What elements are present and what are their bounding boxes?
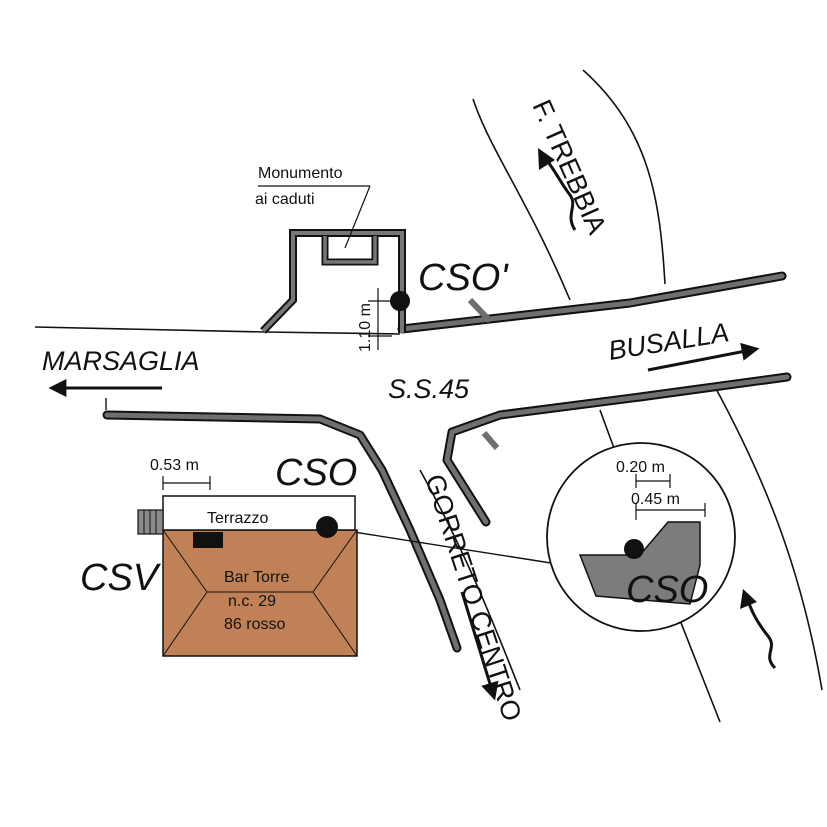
csv-label: CSV [80, 557, 162, 599]
cso-prime-height-label: 1.10 m [357, 303, 374, 352]
gorreto-arrow [460, 591, 499, 701]
monument [258, 185, 406, 334]
detail-wall [578, 521, 701, 605]
detail-offset-2-label: 0.45 m [631, 491, 680, 508]
east-outer-edge-2 [713, 384, 823, 691]
cso-prime-point [368, 288, 410, 350]
cso-point [316, 516, 338, 538]
main-road-north-edge [34, 326, 401, 335]
road-curbs [102, 271, 792, 653]
detail-offset-1-label: 0.20 m [616, 459, 665, 476]
terrace-label: Terrazzo [207, 510, 268, 527]
marsaglia-label: MARSAGLIA [42, 346, 200, 376]
detail-inset [546, 442, 736, 632]
trebbia-road-west-edge [472, 98, 571, 301]
cso-label: CSO [275, 452, 357, 494]
monument-label-line1: Monumento [258, 165, 343, 182]
busalla-arrow [647, 342, 760, 372]
curb-stub-south [481, 431, 500, 450]
curb-south-east-fill [444, 374, 790, 525]
curb-north-east-fill [399, 273, 785, 332]
road-number-label: S.S.45 [388, 374, 470, 404]
river-flow-arrow [538, 148, 577, 231]
gorreto-east-edge [419, 469, 521, 691]
detail-cso-point [624, 539, 644, 559]
bar-name-label: Bar Torre [224, 569, 290, 586]
bar-color-label: 86 rosso [224, 616, 285, 633]
bar-roof [162, 529, 358, 657]
detail-cso-label: CSO [626, 569, 708, 611]
cso-leader-line [327, 527, 552, 564]
curb-stub-north [467, 297, 493, 324]
terrace-offset-label: 0.53 m [150, 457, 199, 474]
monument-label-line2: ai caduti [255, 191, 315, 208]
bar-building [137, 495, 358, 657]
stream-flow-arrow [740, 589, 777, 670]
trebbia-road-east-edge [582, 69, 666, 285]
bar-number-label: n.c. 29 [228, 593, 276, 610]
csv-marker [193, 532, 223, 548]
terrace-offset-dim [162, 476, 211, 490]
cso-prime-label: CSO' [418, 257, 509, 299]
steps [137, 509, 164, 535]
curb-south-west-fill [104, 412, 460, 651]
